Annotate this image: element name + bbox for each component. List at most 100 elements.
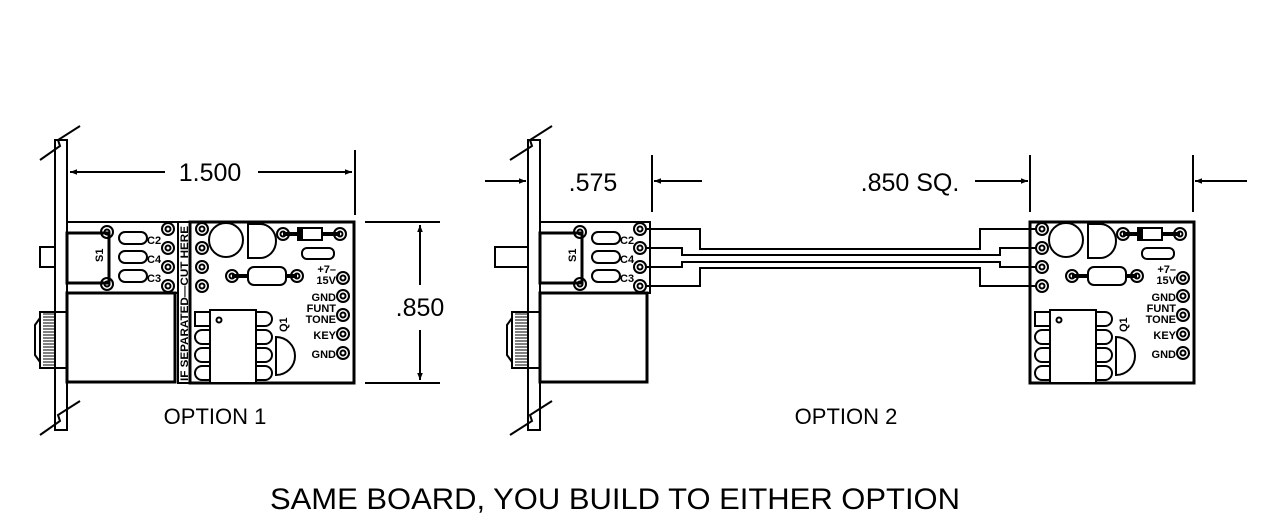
- main-board-outline: [1028, 220, 1196, 385]
- solder-pad: [225, 269, 239, 283]
- ic-pin1-dot: [1055, 316, 1063, 324]
- pad-ring: [161, 279, 175, 293]
- pad-ring: [1130, 269, 1144, 283]
- pad-hole: [103, 280, 111, 288]
- option1-label: OPTION 1: [164, 404, 267, 429]
- pad-ring: [161, 222, 175, 236]
- solder-pad: [290, 269, 304, 283]
- capacitor-label: C4: [620, 254, 635, 266]
- ic-chip: [1034, 309, 1113, 384]
- solder-pad: [336, 308, 350, 322]
- solder-pad: [633, 241, 647, 255]
- pad-hole: [1179, 274, 1187, 282]
- pad-hole: [293, 272, 301, 280]
- jack-nut: [506, 311, 541, 369]
- solder-pad: [1130, 269, 1144, 283]
- pad-hole: [339, 311, 347, 319]
- pad-hole: [1179, 292, 1187, 300]
- diode-band: [1138, 228, 1143, 240]
- ic-chip: [194, 309, 273, 384]
- pad-ring: [161, 260, 175, 274]
- solder-pad: [276, 227, 290, 241]
- cut-line-label: IF SEPARATED—CUT HERE: [179, 226, 191, 381]
- solder-pad: [336, 289, 350, 303]
- pad-ring: [633, 241, 647, 255]
- transistor-label: Q1: [278, 317, 290, 332]
- pad-ring: [290, 269, 304, 283]
- pad-hole: [198, 225, 206, 233]
- pad-hole: [164, 244, 172, 252]
- pad-ring: [336, 327, 350, 341]
- jack-nut-bevel: [506, 317, 513, 363]
- capacitor: [118, 269, 148, 283]
- jack-nut-bevel: [34, 317, 41, 363]
- pad-ring: [1176, 346, 1190, 360]
- dimension-label-board-square: .850 SQ.: [861, 169, 960, 197]
- diode-band: [298, 228, 303, 240]
- solder-pad: [573, 225, 587, 239]
- dimension-575: .575: [485, 155, 702, 212]
- capacitor-label: C3: [147, 273, 161, 285]
- jack-nut-outline: [511, 311, 541, 369]
- dimension-1500: 1.500: [70, 150, 356, 215]
- pad-hole: [1119, 230, 1127, 238]
- terminal-label: GND: [312, 292, 337, 304]
- solder-pad: [1035, 260, 1049, 274]
- pad-ring: [195, 279, 209, 293]
- pad-hole: [228, 272, 236, 280]
- small-capacitor: [1141, 247, 1175, 260]
- pad-hole: [336, 230, 344, 238]
- solder-pad: [1176, 289, 1190, 303]
- dimension-label-width: 1.500: [179, 159, 242, 187]
- pad-ring: [1035, 241, 1049, 255]
- electrolytic-capacitor: [1048, 222, 1084, 258]
- small-capacitor: [301, 247, 335, 260]
- terminal-label: TONE: [306, 314, 336, 326]
- pad-ring: [573, 225, 587, 239]
- pad-ring: [633, 260, 647, 274]
- solder-pad: [195, 260, 209, 274]
- pad-ring: [195, 241, 209, 255]
- terminal-label: KEY: [313, 330, 336, 342]
- pad-ring: [1173, 227, 1187, 241]
- pad-ring: [1035, 279, 1049, 293]
- pad-hole: [339, 349, 347, 357]
- solder-pad: [633, 222, 647, 236]
- pad-hole: [339, 274, 347, 282]
- pad-ring: [195, 222, 209, 236]
- ic-pin1-dot: [215, 316, 223, 324]
- pad-hole: [636, 263, 644, 271]
- pad-ring: [1176, 327, 1190, 341]
- pad-hole: [164, 282, 172, 290]
- pad-ring: [336, 289, 350, 303]
- pad-ring: [225, 269, 239, 283]
- pad-hole: [636, 244, 644, 252]
- pad-hole: [1179, 349, 1187, 357]
- pad-ring: [336, 308, 350, 322]
- dimension-label-height: .850: [396, 294, 445, 322]
- pad-hole: [576, 228, 584, 236]
- terminal-label: +7–: [317, 264, 336, 276]
- terminal-label: FUNT: [307, 303, 337, 315]
- terminal-label: TONE: [1146, 314, 1176, 326]
- terminal-label: GND: [1152, 349, 1177, 361]
- solder-pad: [161, 279, 175, 293]
- solder-pad: [1116, 227, 1130, 241]
- solder-pad: [1176, 327, 1190, 341]
- solder-pad: [336, 271, 350, 285]
- pad-ring: [100, 277, 114, 291]
- terminal-label: +7–: [1157, 264, 1176, 276]
- switch-shaft: [494, 246, 529, 268]
- solder-pad: [195, 241, 209, 255]
- pad-hole: [1068, 272, 1076, 280]
- jack-body: [65, 291, 177, 384]
- pad-hole: [164, 263, 172, 271]
- transistor-q1: [275, 335, 296, 377]
- dimension-850: .850: [365, 221, 445, 384]
- terminal-label: 15V: [1156, 275, 1176, 287]
